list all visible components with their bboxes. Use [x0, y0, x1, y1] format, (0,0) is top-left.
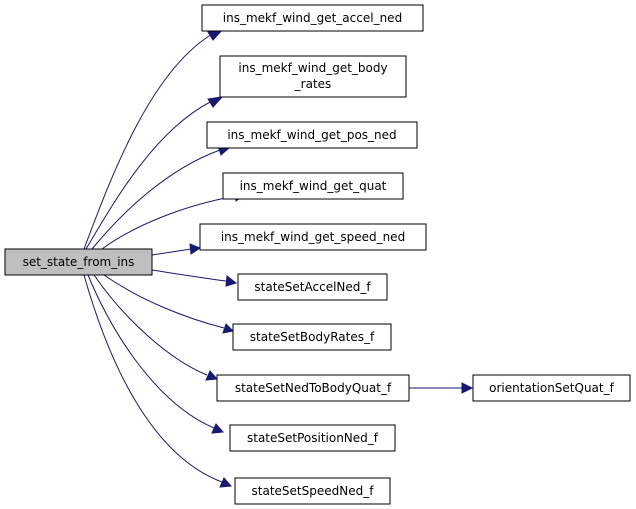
- node-label: ins_mekf_wind_get_pos_ned: [227, 128, 396, 142]
- arrowhead: [222, 323, 235, 334]
- node-label: orientationSetQuat_f: [489, 381, 614, 395]
- node-label: stateSetAccelNed_f: [254, 280, 371, 294]
- node-label: stateSetSpeedNed_f: [252, 484, 375, 498]
- arrowhead: [207, 96, 224, 108]
- node-ins-mekf-wind-get-speed-ned[interactable]: ins_mekf_wind_get_speed_ned: [199, 223, 427, 251]
- edge-root-to-ssbody: [103, 274, 225, 329]
- node-label: set_state_from_ins: [23, 255, 135, 269]
- node-label: stateSetPositionNed_f: [247, 431, 379, 445]
- node-label: ins_mekf_wind_get_speed_ned: [221, 230, 405, 244]
- edge-root-to-ssspeed: [83, 274, 223, 483]
- arrowhead: [211, 423, 225, 434]
- node-label: stateSetNedToBodyQuat_f: [235, 381, 392, 395]
- node-state-set-position-ned-f[interactable]: stateSetPositionNed_f: [229, 424, 396, 452]
- edge-root-to-accel: [83, 32, 215, 250]
- node-ins-mekf-wind-get-pos-ned[interactable]: ins_mekf_wind_get_pos_ned: [206, 121, 418, 149]
- node-state-set-body-rates-f[interactable]: stateSetBodyRates_f: [232, 323, 392, 351]
- arrowhead: [461, 382, 474, 394]
- node-label: ins_mekf_wind_get_body: [238, 61, 387, 75]
- node-state-set-speed-ned-f[interactable]: stateSetSpeedNed_f: [234, 477, 391, 505]
- edge-root-to-ssaccel: [151, 269, 227, 282]
- node-state-set-ned-to-body-quat-f[interactable]: stateSetNedToBodyQuat_f: [216, 374, 410, 402]
- node-set-state-from-ins[interactable]: set_state_from_ins: [4, 248, 153, 276]
- edge-root-to-speed: [151, 248, 192, 256]
- arrowhead: [189, 243, 202, 255]
- node-orientation-set-quat-f[interactable]: orientationSetQuat_f: [472, 374, 631, 402]
- arrowhead: [205, 370, 219, 381]
- edge-root-to-quat: [101, 195, 237, 250]
- node-label: _rates: [294, 77, 332, 91]
- node-label: stateSetBodyRates_f: [250, 330, 375, 344]
- node-label: ins_mekf_wind_get_quat: [240, 179, 387, 193]
- edge-root-to-sspos: [87, 274, 215, 429]
- node-ins-mekf-wind-get-quat[interactable]: ins_mekf_wind_get_quat: [222, 172, 404, 200]
- edge-root-to-pos: [91, 149, 221, 250]
- node-state-set-accel-ned-f[interactable]: stateSetAccelNed_f: [237, 273, 388, 301]
- node-ins-mekf-wind-get-accel-ned[interactable]: ins_mekf_wind_get_accel_ned: [201, 4, 424, 32]
- node-label: ins_mekf_wind_get_accel_ned: [223, 11, 402, 25]
- arrowhead: [219, 477, 233, 488]
- edge-root-to-ssquat: [93, 274, 208, 376]
- node-ins-mekf-wind-get-body-rates[interactable]: ins_mekf_wind_get_body _rates: [219, 55, 407, 98]
- edge-root-to-body: [85, 100, 213, 250]
- arrowhead: [225, 275, 238, 287]
